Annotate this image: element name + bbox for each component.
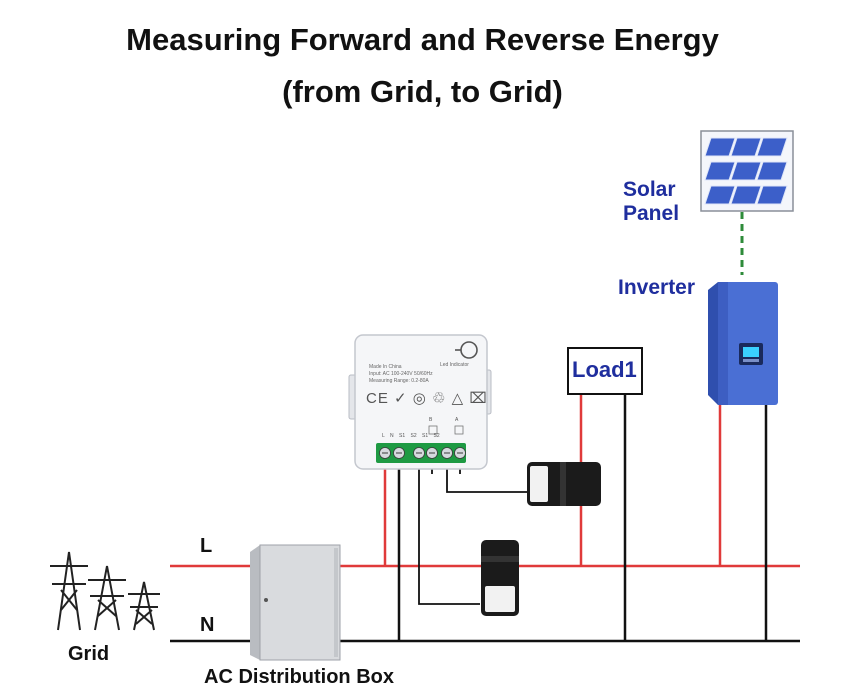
ct-clamp-b-icon <box>481 540 519 616</box>
solar-panel-label-line2: Panel <box>623 202 680 225</box>
meter-range-text: Measuring Range: 0.2-80A <box>369 378 429 384</box>
neutral-wire-label: N <box>200 614 215 636</box>
ac-distribution-box-label: AC Distribution Box <box>204 666 394 688</box>
inverter-icon <box>708 282 778 405</box>
meter-made-in-text: Made In China <box>369 364 402 370</box>
energy-meter-module <box>348 334 492 470</box>
meter-input-text: Input: AC 100-240V 50/60Hz <box>369 371 433 377</box>
ct-a-sense-wire <box>446 462 527 493</box>
ct-clamp-a-icon <box>527 462 601 506</box>
solar-panel-label-line1: Solar <box>623 178 676 201</box>
meter-terminal-group-b: B <box>429 417 433 423</box>
power-pylon-icon <box>50 551 160 631</box>
meter-cert-marks: CE ✓ ◎ ♲ △ ⌧ <box>366 390 488 407</box>
inverter-label: Inverter <box>618 276 696 299</box>
ct-b-sense-wire <box>418 462 480 605</box>
diagram-title-line2: (from Grid, to Grid) <box>282 74 563 109</box>
meter-terminal-labels: L N S1 S2 S1 S2 <box>382 433 440 439</box>
load-label: Load1 <box>572 357 637 382</box>
live-wire-label: L <box>200 535 213 557</box>
meter-led-indicator-text: Led Indicator <box>440 362 469 368</box>
meter-terminal-group-a: A <box>455 417 459 423</box>
diagram-title-line1: Measuring Forward and Reverse Energy <box>126 22 719 57</box>
load-box <box>567 347 643 395</box>
solar-panel-icon <box>700 130 794 212</box>
grid-label: Grid <box>68 643 110 665</box>
ac-distribution-box-icon <box>250 544 341 661</box>
solar-panel-label: Solar Panel <box>623 178 679 226</box>
